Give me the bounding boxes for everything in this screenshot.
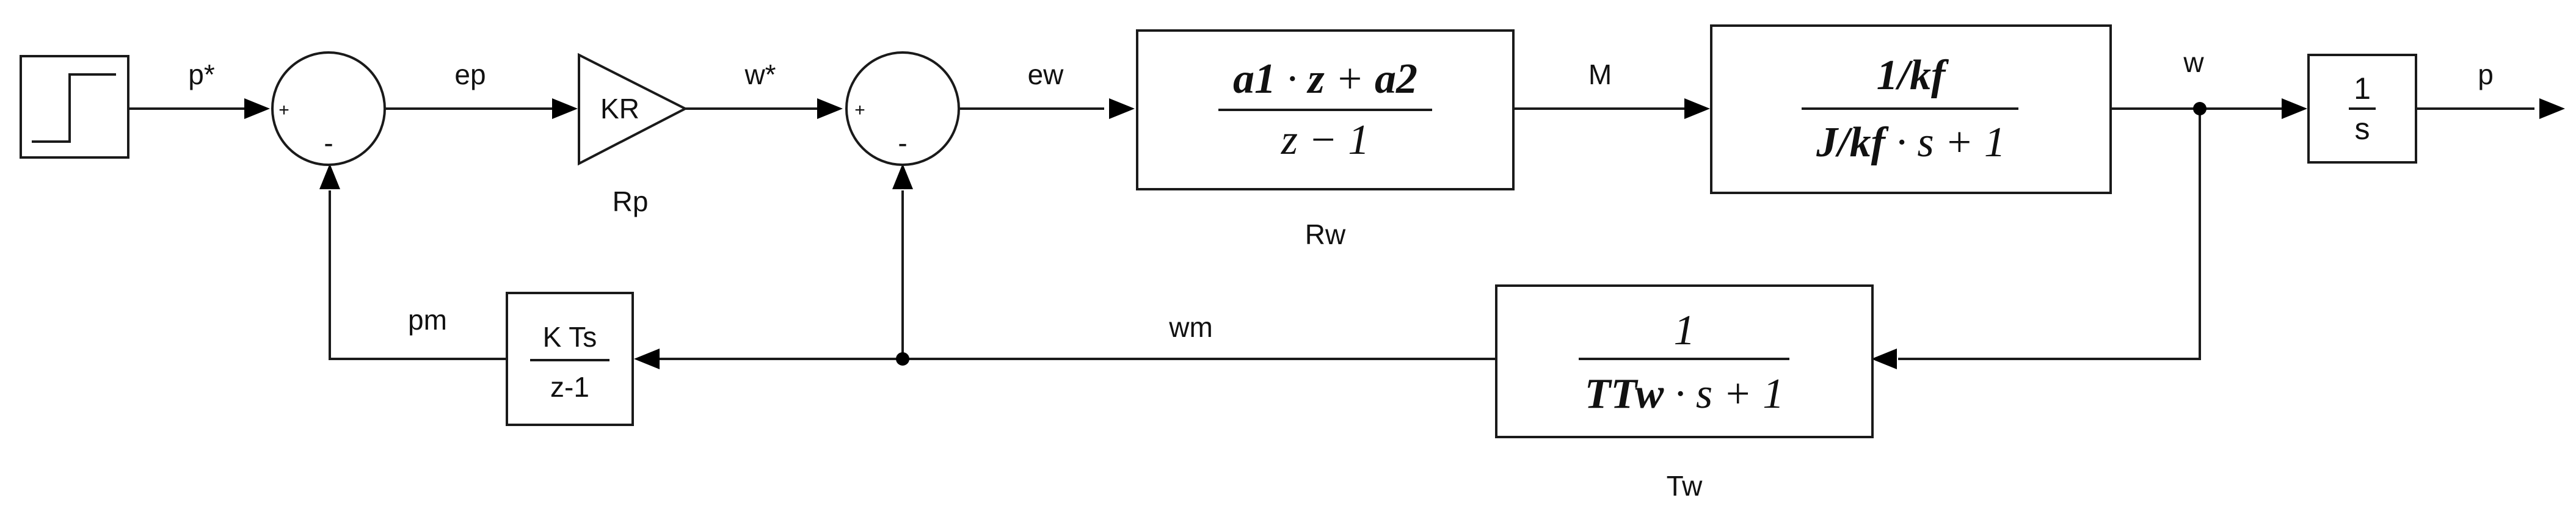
arrowheads: [244, 98, 2565, 369]
arrow-into-plant: [1684, 98, 1710, 119]
arrow-into-integrator: [2282, 98, 2307, 119]
signal-label-p-star: p*: [188, 59, 215, 90]
tw-block-name: Tw: [1667, 470, 1703, 502]
arrow-into-sum2: [817, 98, 843, 119]
gain-block-kr[interactable]: KR: [578, 52, 688, 166]
signal-labels: p* ep w* ew M w p wm pm: [188, 46, 2494, 343]
plant-numerator: 1/kf: [1877, 52, 1949, 99]
arrow-into-discrete-int: [634, 349, 660, 369]
signal-label-ep: ep: [454, 59, 486, 90]
sum1-plus-sign: +: [278, 100, 289, 120]
arrow-into-rw: [1109, 98, 1135, 119]
wire-w-feedback: [1898, 109, 2201, 360]
plant-denominator: J/kf · s + 1: [1816, 119, 2006, 166]
rw-denominator: z − 1: [1281, 117, 1369, 164]
integrator-numerator: 1: [2354, 71, 2371, 106]
step-source-block[interactable]: [20, 55, 129, 159]
wire-pm: [329, 190, 506, 360]
arrow-output-p: [2539, 98, 2565, 119]
plant-block[interactable]: 1/kf J/kf · s + 1: [1710, 24, 2112, 194]
sum2-plus-sign: +: [854, 100, 865, 120]
rw-block-name: Rw: [1305, 219, 1346, 250]
signal-label-wm: wm: [1168, 311, 1213, 343]
discrete-int-denominator: z-1: [550, 371, 589, 403]
sum2-minus-sign: -: [898, 127, 907, 159]
signal-label-M: M: [1588, 59, 1612, 90]
junction-dot-wm: [896, 352, 909, 366]
integrator-denominator: s: [2355, 112, 2370, 146]
tw-denominator: TTw · s + 1: [1585, 371, 1785, 418]
gain-block-name: Rp: [613, 186, 649, 217]
tw-numerator: 1: [1674, 307, 1695, 354]
discrete-int-numerator: K Ts: [543, 321, 597, 353]
junction-dot-w: [2193, 102, 2207, 115]
rw-numerator: a1 · z + a2: [1233, 56, 1417, 103]
signal-label-pm: pm: [408, 304, 447, 336]
arrow-into-tw: [1871, 349, 1897, 369]
signal-label-w-star: w*: [744, 59, 776, 90]
signal-label-p: p: [2478, 59, 2494, 90]
sum-block-1[interactable]: + -: [271, 51, 386, 166]
tw-filter-block[interactable]: 1 TTw · s + 1: [1495, 284, 1874, 438]
integrator-block[interactable]: 1 s: [2307, 54, 2417, 164]
sum1-minus-sign: -: [324, 127, 333, 159]
discrete-integrator-block[interactable]: K Ts z-1: [506, 292, 634, 426]
gain-label: KR: [600, 93, 639, 125]
arrow-into-gain: [552, 98, 578, 119]
rw-controller-block[interactable]: a1 · z + a2 z − 1: [1136, 29, 1515, 190]
signal-label-ew: ew: [1028, 59, 1064, 90]
step-icon: [32, 73, 116, 143]
arrow-into-sum1-minus: [319, 164, 340, 189]
sum-block-2[interactable]: + -: [845, 51, 960, 166]
signal-label-w: w: [2183, 46, 2204, 78]
arrow-into-sum2-minus: [892, 164, 913, 189]
arrow-into-sum1: [244, 98, 270, 119]
